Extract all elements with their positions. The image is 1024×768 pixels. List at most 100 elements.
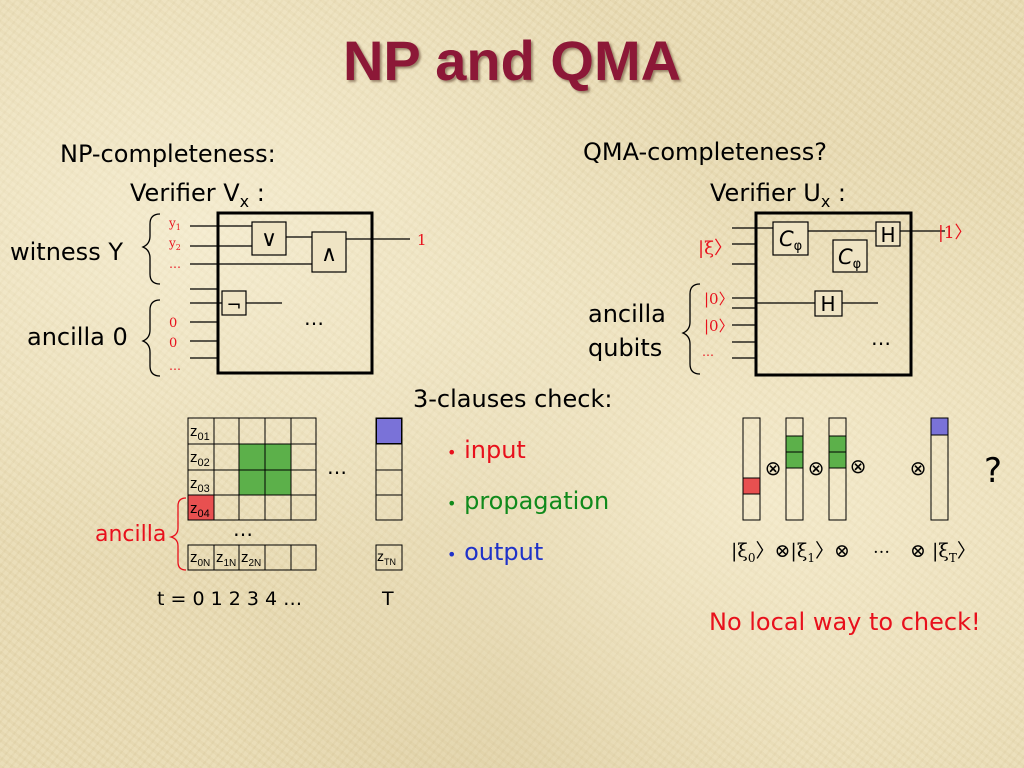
np-verifier-text: Verifier V — [130, 179, 240, 207]
not-gate — [221, 290, 247, 316]
clause-output-label: output — [464, 538, 544, 566]
input-zero-2: 0 — [169, 336, 177, 351]
ancilla-ket-2: |0〉 — [704, 317, 734, 335]
tableau-ancilla-brace — [168, 497, 187, 571]
history-expr-part: 〉⊗ — [814, 540, 850, 562]
history-propagation-cell — [829, 436, 846, 452]
cell-z2N: z2N — [241, 549, 261, 569]
clauses-heading: 3-clauses check: — [413, 385, 613, 413]
cell-z03: z03 — [190, 475, 210, 495]
input-y2: y2 — [168, 236, 181, 252]
bullet: • — [447, 443, 457, 462]
cell-z02: z02 — [190, 449, 210, 469]
propagation-cell — [265, 470, 291, 495]
controlled-phase-gate-1 — [772, 221, 809, 256]
cell-z01: z01 — [190, 423, 210, 443]
propagation-cell — [265, 444, 291, 470]
witness-brace — [141, 213, 161, 285]
np-output: 1 — [417, 231, 427, 249]
hadamard-2-label: H — [820, 292, 835, 316]
qma-verifier-sub: x — [820, 191, 831, 211]
clause-propagation: • propagation — [447, 487, 609, 515]
np-heading: NP-completeness: — [60, 140, 276, 168]
qma-circuit — [681, 211, 945, 377]
history-final-state: ⊗ |ξT〉 — [910, 536, 976, 565]
np-verifier-label: Verifier Vx : — [130, 179, 265, 211]
tableau-ancilla-label: ancilla — [95, 522, 167, 547]
qma-verifier-text: Verifier U — [710, 179, 821, 207]
hadamard-gate-1 — [875, 221, 901, 247]
controlled-phase-gate-2 — [832, 239, 868, 273]
cell-z1N: z1N — [216, 549, 236, 569]
tableau-grid — [168, 417, 403, 571]
ancilla-brace — [141, 299, 161, 377]
history-column-2 — [828, 417, 847, 521]
input-zero-1: 0 — [169, 316, 177, 331]
output-cell — [376, 418, 402, 444]
history-dots: … — [873, 538, 890, 558]
qma-ellipsis: … — [871, 326, 891, 350]
hadamard-1-label: H — [880, 223, 895, 247]
bullet: • — [447, 494, 457, 513]
conclusion-text: No local way to check! — [709, 608, 981, 636]
history-input-cell — [743, 478, 760, 494]
qma-verifier-box — [754, 211, 913, 377]
np-verifier-colon: : — [249, 179, 265, 207]
history-propagation-cell — [786, 452, 803, 468]
history-output-cell — [931, 418, 948, 435]
history-expr-part: |ξ — [731, 540, 748, 562]
input-y1: y1 — [168, 216, 181, 232]
input-dots-2: … — [169, 359, 181, 373]
slide-title: NP and QMA — [342, 29, 682, 92]
or-gate — [251, 221, 287, 256]
witness-label: witness Y — [10, 238, 123, 266]
cell-z0N: z0N — [190, 549, 210, 569]
bottom-row-frame — [187, 544, 317, 571]
and-gate — [311, 231, 347, 273]
qma-ancilla-label-1: ancilla — [588, 300, 666, 328]
ancilla-ket-dots: … — [702, 345, 714, 359]
history-expr-part: 〉 — [956, 540, 976, 562]
history-columns — [742, 417, 949, 521]
history-expr-part: ⊗ |ξ — [910, 540, 949, 562]
history-sub: 1 — [807, 550, 815, 565]
tableau-ellipsis-down: … — [233, 517, 253, 541]
cell-z04: z04 — [190, 500, 210, 520]
history-state-expression: |ξ0〉⊗|ξ1〉⊗ — [731, 536, 850, 565]
cphi-1-label: Cφ — [779, 227, 802, 254]
ancilla-cell — [188, 495, 214, 520]
tensor-symbol: ⊗ — [765, 456, 782, 480]
cell-zTN: zTN — [377, 548, 396, 567]
qma-ancilla-label-2: qubits — [588, 334, 663, 362]
bullet: • — [447, 545, 457, 564]
ancilla-qubits-brace — [681, 283, 701, 375]
clause-input: • input — [447, 436, 526, 464]
xi-input: |ξ〉 — [698, 238, 732, 259]
np-circuit — [141, 211, 410, 377]
tableau-ellipsis-right: … — [327, 455, 347, 479]
qma-verifier-label: Verifier Ux : — [710, 179, 846, 211]
history-expr-part: 〉⊗|ξ — [755, 540, 808, 562]
final-bottom-cell — [375, 544, 403, 571]
np-verifier-box — [216, 211, 374, 375]
cphi-2-label: Cφ — [838, 245, 861, 272]
hadamard-gate-2 — [814, 290, 843, 317]
history-output-cell-border — [930, 417, 949, 436]
propagation-cell — [239, 470, 265, 495]
qma-heading: QMA-completeness? — [583, 138, 827, 166]
time-axis-label: t = 0 1 2 3 4 … — [157, 588, 303, 610]
tensor-symbol: ⊗ — [910, 456, 927, 480]
tensor-symbol: ⊗ — [808, 456, 825, 480]
history-propagation-cell — [786, 436, 803, 452]
qma-verifier-colon: : — [830, 179, 846, 207]
np-ellipsis: … — [304, 306, 324, 330]
np-ancilla-label: ancilla 0 — [27, 323, 128, 351]
input-dots: … — [169, 257, 181, 271]
tensor-symbol: ⊗ — [850, 454, 867, 478]
propagation-cell — [239, 444, 265, 470]
final-time-label: T — [382, 588, 394, 610]
and-gate-symbol: ∧ — [321, 242, 337, 267]
history-propagation-cell — [829, 452, 846, 468]
clause-output: • output — [447, 538, 543, 566]
